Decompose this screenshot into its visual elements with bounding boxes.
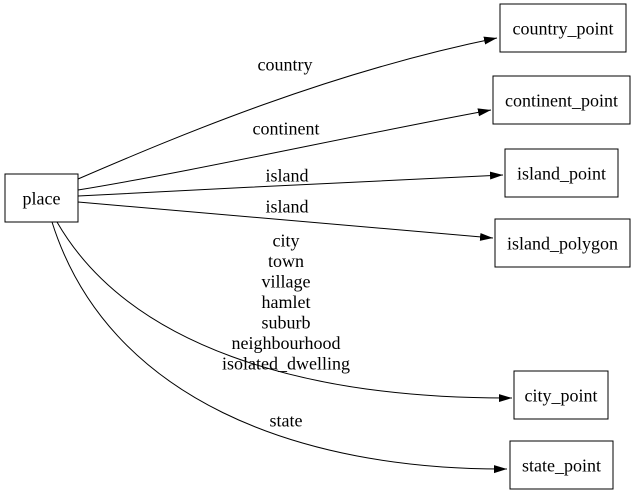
edge-label-isolated-dwelling: isolated_dwelling bbox=[222, 353, 350, 373]
edge-line bbox=[51, 221, 508, 474]
node-state-point: state_point bbox=[509, 440, 614, 490]
edge-line bbox=[77, 201, 494, 241]
edge-label-island-1: island bbox=[266, 165, 309, 185]
edge-label-city: city bbox=[273, 230, 300, 250]
node-city-point-label: city_point bbox=[525, 385, 598, 405]
edge-label-neighbourhood: neighbourhood bbox=[232, 333, 341, 353]
node-city-point-box bbox=[513, 370, 609, 420]
node-island-point: island_point bbox=[504, 148, 619, 198]
node-place: place bbox=[4, 173, 79, 223]
edge-line bbox=[77, 171, 504, 197]
node-island-polygon-box bbox=[494, 218, 631, 268]
edge-label-suburb: suburb bbox=[262, 312, 311, 332]
node-continent-point: continent_point bbox=[492, 75, 631, 125]
edge-label-state: state bbox=[270, 410, 303, 430]
edge-label-island-2: island bbox=[266, 196, 309, 216]
node-country-point-label: country_point bbox=[513, 18, 614, 38]
node-city-point: city_point bbox=[513, 370, 609, 420]
node-continent-point-box bbox=[492, 75, 631, 125]
edge-label-country: country bbox=[258, 54, 313, 74]
edge-line bbox=[56, 221, 513, 403]
edge-label-village: village bbox=[262, 271, 311, 291]
edge-label-hamlet: hamlet bbox=[262, 292, 311, 312]
edge-place-island-polygon: island bbox=[77, 196, 494, 241]
edge-place-island-point: island bbox=[77, 165, 504, 197]
node-continent-point-label: continent_point bbox=[505, 90, 618, 110]
node-state-point-box bbox=[509, 440, 614, 490]
node-island-polygon: island_polygon bbox=[494, 218, 631, 268]
edge-place-country-point: country bbox=[77, 36, 498, 180]
edge-label-continent: continent bbox=[253, 118, 320, 138]
node-island-point-label: island_point bbox=[517, 163, 606, 183]
node-country-point: country_point bbox=[499, 3, 627, 53]
node-place-label: place bbox=[23, 188, 61, 208]
node-country-point-box bbox=[499, 3, 627, 53]
edge-place-state-point: state bbox=[51, 221, 508, 474]
node-island-polygon-label: island_polygon bbox=[507, 233, 618, 253]
node-island-point-box bbox=[504, 148, 619, 198]
node-state-point-label: state_point bbox=[522, 455, 601, 475]
node-place-box bbox=[4, 173, 79, 223]
edge-place-continent-point: continent bbox=[77, 108, 492, 191]
edge-label-town: town bbox=[268, 251, 304, 271]
edge-place-city-point: city town village hamlet suburb neighbou… bbox=[56, 221, 513, 403]
edge-line bbox=[77, 108, 492, 191]
edge-line bbox=[77, 36, 498, 180]
